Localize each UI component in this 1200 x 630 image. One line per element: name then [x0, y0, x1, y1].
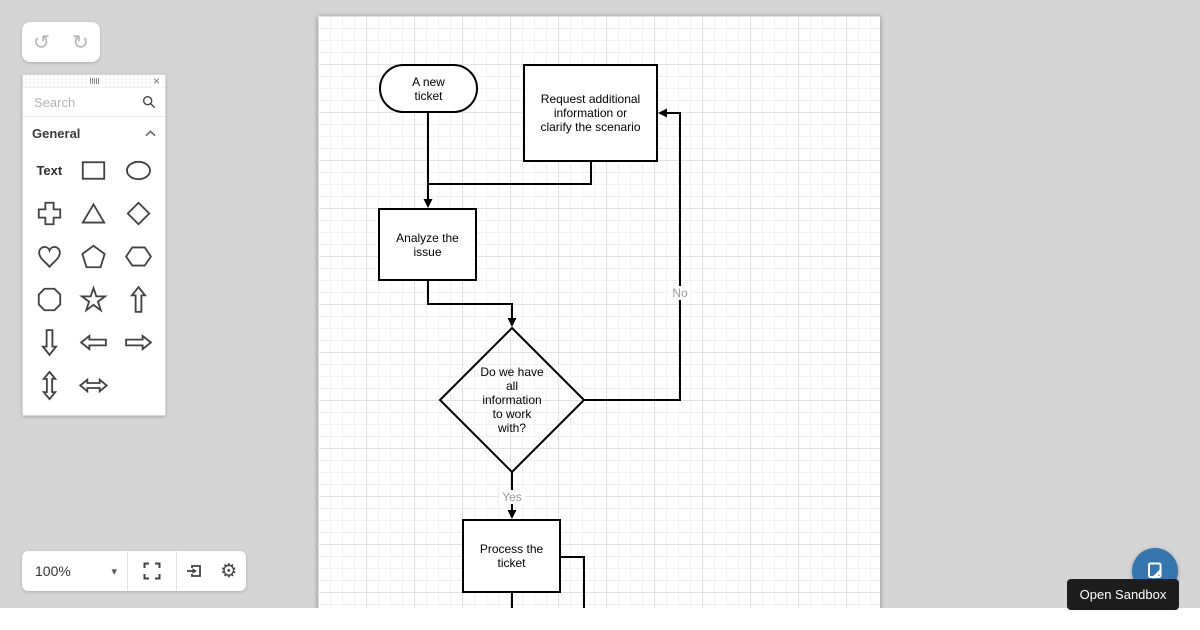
arrowhead-analyze: [423, 199, 433, 208]
node-request-shape[interactable]: [523, 64, 658, 162]
undo-icon[interactable]: ↺: [33, 30, 50, 54]
arrow-down-icon: [40, 329, 58, 357]
view-toolbar: 100% ▾ ⚙: [22, 551, 246, 591]
node-analyze-shape[interactable]: [378, 208, 477, 281]
fullscreen-icon: [143, 562, 161, 580]
node-decision-shape[interactable]: [438, 326, 586, 474]
palette-section-general[interactable]: General: [23, 117, 165, 149]
rectangle-icon: [82, 161, 106, 180]
edge-decision-no[interactable]: [584, 112, 681, 401]
palette-search-row: [23, 88, 165, 117]
settings-button[interactable]: ⚙: [212, 551, 247, 591]
exit-to-app-icon: [187, 565, 202, 577]
open-sandbox-button[interactable]: Open Sandbox: [1067, 579, 1179, 610]
edge-request-to-analyze[interactable]: [428, 161, 592, 185]
star-icon: [79, 285, 109, 313]
edge-process-right[interactable]: [560, 556, 585, 608]
edge-analyze-to-decision[interactable]: [427, 280, 513, 319]
palette-item-rectangle[interactable]: [72, 149, 117, 192]
arrow-right-icon: [125, 334, 153, 351]
exit-button[interactable]: [177, 551, 212, 591]
palette-item-arrow-right[interactable]: [116, 321, 161, 364]
flowchart-svg: [378, 64, 681, 608]
palette-item-arrow-left[interactable]: [72, 321, 117, 364]
fullscreen-button[interactable]: [128, 551, 176, 591]
triangle-icon: [81, 202, 107, 224]
node-process-shape[interactable]: [462, 519, 561, 593]
octagon-icon: [37, 287, 61, 312]
gear-icon: ⚙: [220, 559, 238, 582]
palette-drag-handle[interactable]: ×: [23, 75, 165, 88]
arrowhead-decision: [507, 318, 517, 327]
close-icon[interactable]: ×: [150, 74, 162, 88]
arrowhead-request: [658, 108, 667, 118]
arrow-up-down-icon: [41, 370, 58, 401]
divider: [127, 551, 128, 591]
chevron-up-icon: [145, 129, 156, 136]
palette-item-arrow-up-down[interactable]: [27, 364, 72, 407]
palette-item-arrow-up[interactable]: [116, 278, 161, 321]
palette-text-label: Text: [36, 163, 63, 178]
zoom-dropdown[interactable]: 100% ▾: [22, 563, 127, 579]
cross-icon: [37, 201, 61, 226]
arrow-up-icon: [130, 285, 148, 313]
node-start-shape[interactable]: [379, 64, 478, 113]
palette-item-arrow-left-right[interactable]: [72, 364, 117, 407]
ellipse-icon: [126, 160, 152, 181]
arrow-left-right-icon: [79, 377, 109, 394]
palette-grid: Text: [23, 149, 165, 415]
edge-label-yes: Yes: [499, 490, 525, 504]
diamond-icon: [126, 201, 151, 226]
redo-icon[interactable]: ↻: [72, 30, 89, 54]
divider: [176, 551, 177, 591]
hexagon-icon: [125, 246, 153, 267]
palette-item-ellipse[interactable]: [116, 149, 161, 192]
arrowhead-process: [507, 510, 517, 519]
search-icon: [142, 95, 156, 109]
undo-redo-toolbar: ↺ ↻: [22, 22, 100, 62]
palette-item-heart[interactable]: [27, 235, 72, 278]
open-sandbox-label: Open Sandbox: [1079, 587, 1167, 602]
arrow-left-icon: [80, 334, 108, 351]
palette-item-octagon[interactable]: [27, 278, 72, 321]
search-input[interactable]: [32, 93, 142, 111]
edge-label-no: No: [669, 286, 691, 300]
heart-icon: [38, 246, 61, 269]
palette-item-hexagon[interactable]: [116, 235, 161, 278]
caret-down-icon: ▾: [111, 564, 117, 578]
zoom-level: 100%: [35, 563, 71, 579]
palette-item-cross[interactable]: [27, 192, 72, 235]
drag-grip-icon: [86, 78, 102, 84]
edit-document-icon: [1148, 562, 1162, 579]
palette-item-arrow-down[interactable]: [27, 321, 72, 364]
section-title: General: [32, 125, 81, 141]
palette-item-pentagon[interactable]: [72, 235, 117, 278]
page-bottom-strip: [0, 608, 1200, 630]
palette-item-triangle[interactable]: [72, 192, 117, 235]
shapes-palette: × General Text: [22, 74, 166, 416]
palette-item-diamond[interactable]: [116, 192, 161, 235]
pentagon-icon: [81, 244, 107, 269]
palette-item-star[interactable]: [72, 278, 117, 321]
palette-item-text[interactable]: Text: [27, 149, 72, 192]
